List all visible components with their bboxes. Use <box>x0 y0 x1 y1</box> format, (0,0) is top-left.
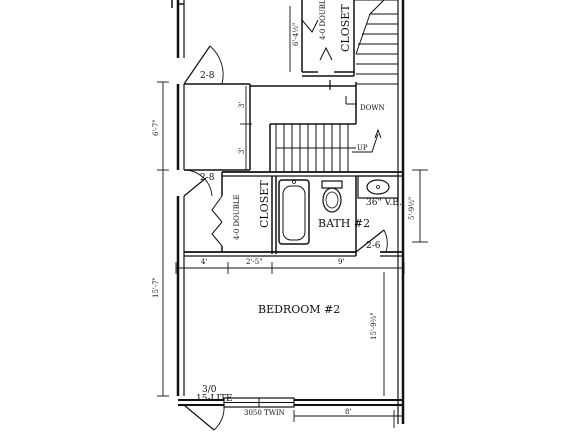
dim-row-b: 2'-5" <box>246 258 262 266</box>
dimension-lines <box>157 6 428 428</box>
toilet <box>321 180 343 213</box>
room-bedroom-label: BEDROOM #2 <box>258 303 340 316</box>
room-bath-label: BATH #2 <box>318 217 370 230</box>
window-twin-label: 3050 TWIN <box>244 409 285 417</box>
dim-stair-a: 3' <box>238 102 246 108</box>
door-bath <box>355 229 388 253</box>
closet-upper-bifold <box>301 19 333 61</box>
dim-row-c: 9' <box>338 258 344 266</box>
door-mid-left <box>183 169 213 197</box>
dim-upper-left: 6'-7" <box>152 120 160 136</box>
dim-right-bath: 5'-9½" <box>408 197 416 220</box>
stairs-down-label: DOWN <box>360 104 385 112</box>
door-top-left <box>183 45 224 85</box>
dim-stair-b: 3' <box>238 148 246 154</box>
door-entry <box>183 404 225 431</box>
door-mid-left-label: 2-8 <box>200 173 215 183</box>
labels: BEDROOM #2 BATH #2 CLOSET CLOSET 2-8 2-8… <box>152 0 416 417</box>
door-top-left-label: 2-8 <box>200 71 215 81</box>
closet-lower-label: CLOSET <box>258 180 271 228</box>
vanity-label: 36" V.B. <box>366 198 402 208</box>
dim-lower-left: 15'-7" <box>152 277 160 298</box>
bathtub <box>278 179 310 245</box>
door-bath-label: 2-6 <box>366 241 381 251</box>
dim-row-a: 4' <box>201 258 207 266</box>
closet-upper-door-label: 4-0 DOUBLE <box>319 0 327 40</box>
dim-upper-closet: 6'-4½" <box>292 23 300 46</box>
stairs-lower <box>275 124 382 172</box>
dim-bedroom-right: 15'-9½" <box>370 312 378 340</box>
doors <box>183 19 388 431</box>
vanity-sink <box>357 175 399 199</box>
closet-lower-bifold <box>211 195 223 247</box>
dim-bottom: 8' <box>345 408 351 416</box>
entry-door-size-label: 3/0 <box>202 385 217 395</box>
closet-upper-label: CLOSET <box>339 4 352 52</box>
stairs-upper <box>345 0 398 105</box>
stairs-up-label: UP <box>357 144 368 152</box>
window-twin <box>223 397 295 408</box>
entry-door-type-label: 15-LITE <box>196 394 233 404</box>
closet-lower-door-label: 4-0 DOUBLE <box>233 194 241 240</box>
